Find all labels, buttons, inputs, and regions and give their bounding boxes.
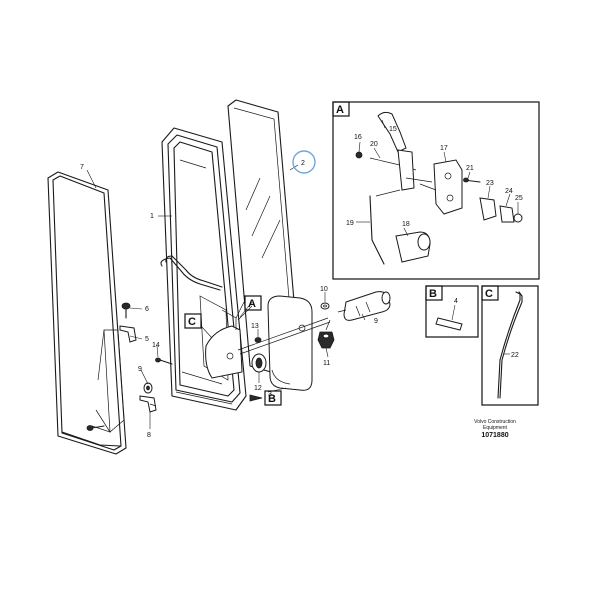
link-cable-lower (239, 321, 331, 355)
callout-7: 7 (80, 164, 84, 171)
part-17-latch (433, 159, 463, 215)
part-15-lever (377, 111, 407, 153)
leader-lines (86, 164, 366, 429)
svg-text:C: C (485, 288, 493, 300)
callout-1: 1 (150, 213, 154, 220)
detail-view-a: A 15 16 (332, 101, 540, 280)
detail-view-c: C 22 (481, 285, 539, 406)
part-16-nut (355, 151, 363, 159)
bottom-bolt (86, 425, 105, 431)
part-7-side-glass (47, 171, 127, 455)
svg-text:C: C (188, 316, 196, 328)
callout-4: 4 (454, 298, 458, 305)
part-24-clip (499, 205, 515, 223)
callout-16: 16 (354, 134, 362, 141)
view-ref-a-main: A (244, 295, 262, 311)
highlight-circle (292, 150, 316, 174)
part-23-spacer (479, 197, 497, 221)
callout-10: 10 (320, 286, 328, 293)
callout-6: 6 (145, 306, 149, 313)
part-22-rod (497, 291, 521, 399)
footer-brand: Volvo Construction Equipment 1071880 (474, 419, 516, 439)
callout-9-right: 9 (374, 318, 378, 325)
drawing-number: 1071880 (481, 432, 508, 439)
svg-text:B: B (268, 393, 276, 405)
part-9-handle (337, 291, 391, 321)
callout-25: 25 (515, 195, 523, 202)
part-14-screw (155, 357, 173, 365)
part-4-pad (435, 317, 463, 331)
view-ref-c-main: C (184, 313, 213, 339)
brand-line-1: Volvo Construction (474, 419, 516, 425)
callout-3: 3 (268, 391, 272, 398)
part-3-trim-panel (267, 295, 313, 391)
part-11-nut (317, 331, 335, 349)
part-25-ring (513, 213, 523, 223)
callout-labels: 7 1 2 3 5 6 8 9 14 9 10 11 12 13 (80, 160, 378, 439)
view-ref-b-main: B (249, 390, 282, 406)
door-bracket (205, 301, 245, 379)
part-13-screw (254, 337, 262, 343)
callout-2: 2 (301, 160, 305, 167)
svg-text:A: A (248, 298, 256, 310)
callout-23: 23 (486, 180, 494, 187)
part-9-left-washer (143, 382, 153, 394)
part-10-washer (320, 302, 330, 310)
detail-view-b: B 4 (425, 285, 479, 338)
callout-11: 11 (323, 360, 330, 367)
part-19-rod (369, 195, 385, 265)
callout-21: 21 (466, 165, 474, 172)
part-8-bracket (139, 395, 157, 413)
callout-15: 15 (389, 126, 397, 133)
link-cable (237, 317, 329, 351)
callout-8: 8 (147, 432, 151, 439)
callout-13: 13 (251, 323, 259, 330)
callout-14: 14 (152, 342, 160, 349)
callout-24: 24 (505, 188, 513, 195)
callout-22: 22 (511, 352, 519, 359)
svg-text:A: A (336, 104, 344, 116)
part-1-door-frame (160, 127, 247, 411)
callout-5: 5 (145, 336, 149, 343)
callout-20: 20 (370, 141, 378, 148)
svg-text:B: B (429, 288, 437, 300)
callout-17: 17 (440, 145, 448, 152)
callout-9-left: 9 (138, 366, 142, 373)
brand-line-2: Equipment (483, 425, 508, 431)
callout-19: 19 (346, 220, 354, 227)
part-6-bolt (121, 302, 131, 319)
part-12-grommet (251, 353, 267, 373)
callout-18: 18 (402, 221, 410, 228)
part-5-clip (119, 325, 137, 343)
callout-12: 12 (254, 385, 262, 392)
